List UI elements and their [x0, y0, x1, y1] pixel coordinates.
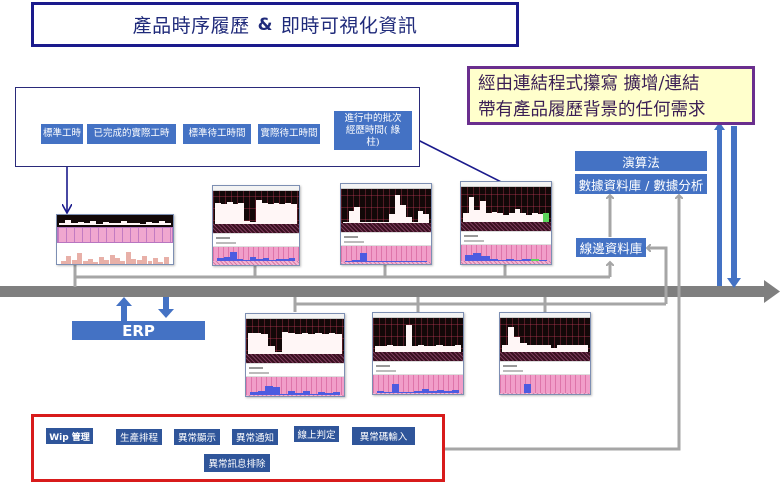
callout-bus-arrows — [714, 122, 741, 288]
data-bus-arrow — [0, 280, 780, 303]
lower-branch-lines — [293, 248, 668, 312]
upper-branch-lines — [73, 262, 610, 287]
function-exception-message-clearance[interactable]: 異常訊息排除 — [204, 454, 270, 472]
chart-card-top-3[interactable] — [460, 181, 552, 265]
erp-box[interactable]: ERP — [72, 321, 205, 340]
metric-actual-hours-completed[interactable]: 已完成的實際工時 — [87, 124, 176, 144]
title-part-2: 即時可視化資訊 — [280, 15, 418, 37]
title-ampersand: & — [257, 14, 273, 35]
function-exception-code-input[interactable]: 異常碼輸入 — [352, 427, 415, 445]
callout-line-2: 帶有產品履歷背景的任何需求 — [478, 100, 706, 120]
card-bars — [215, 196, 298, 224]
overview-bars — [59, 217, 171, 225]
erp-bus-arrows — [116, 297, 174, 321]
metrics-group: 標準工時 已完成的實際工時 標準待工時間 實際待工時間 進行中的批次經歷時間( … — [15, 87, 420, 167]
chart-card-top-2[interactable] — [340, 183, 432, 265]
title-part-1: 產品時序履歷 — [132, 15, 250, 37]
card-bars — [502, 322, 588, 352]
functions-group: Wip 管理 生產排程 異常顯示 異常通知 線上判定 異常碼輸入 異常訊息排除 — [31, 414, 445, 482]
page-title: 產品時序履歷 & 即時可視化資訊 — [31, 2, 519, 47]
card-bars — [248, 326, 343, 354]
card-bars — [343, 193, 430, 223]
database-analytics-box[interactable]: 數據資料庫 / 數據分析 — [575, 174, 707, 194]
metric-actual-wait-time[interactable]: 實際待工時間 — [258, 124, 320, 144]
chart-card-bottom-1[interactable] — [245, 313, 345, 397]
chart-card-overview[interactable] — [56, 214, 174, 265]
function-exception-display[interactable]: 異常顯示 — [174, 429, 220, 445]
requirements-callout: 經由連結程式攥寫 擴增/連結 帶有產品履歷背景的任何需求 — [467, 66, 755, 125]
function-wip-management[interactable]: Wip 管理 — [46, 428, 93, 444]
overview-pink-strip — [57, 227, 173, 243]
edge-database-box[interactable]: 線邊資料庫 — [576, 238, 646, 257]
card-bars — [463, 192, 550, 222]
overview-histogram — [61, 248, 169, 264]
callout-line-1: 經由連結程式攥寫 擴增/連結 — [478, 74, 700, 94]
algorithm-box[interactable]: 演算法 — [575, 151, 707, 171]
metric-standard-hours[interactable]: 標準工時 — [41, 124, 83, 144]
metric-in-progress-batch-time[interactable]: 進行中的批次經歷時間( 綠柱) — [334, 111, 412, 150]
chart-card-top-1[interactable] — [212, 185, 300, 266]
functions-to-analytics-line — [445, 195, 679, 451]
card-bars — [375, 322, 461, 352]
chart-card-bottom-2[interactable] — [372, 312, 464, 395]
function-online-judgement[interactable]: 線上判定 — [294, 426, 339, 442]
metric-standard-wait-time[interactable]: 標準待工時間 — [183, 124, 251, 144]
function-production-scheduling[interactable]: 生產排程 — [116, 429, 162, 445]
function-exception-notification[interactable]: 異常通知 — [232, 429, 278, 445]
chart-card-bottom-3[interactable] — [499, 312, 591, 395]
